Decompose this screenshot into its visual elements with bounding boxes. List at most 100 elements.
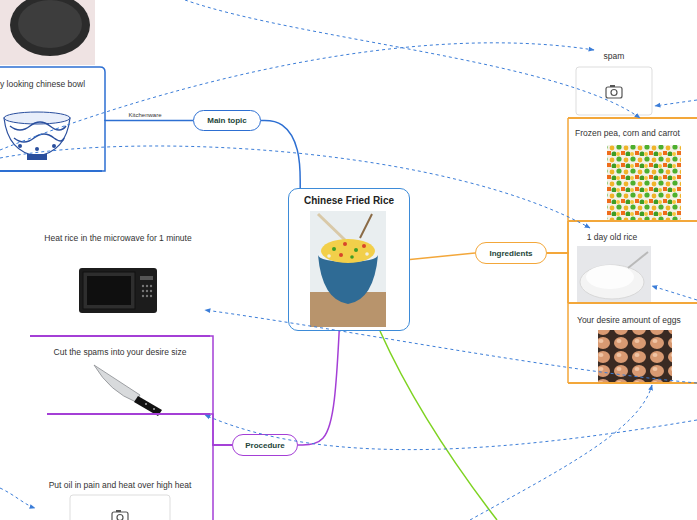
kitchenware-item: y looking chinese bowl [0, 75, 102, 172]
dashed-relation-arrow [652, 286, 697, 300]
item-label: Put oil in pain and heat over high heat [30, 480, 210, 490]
microwave-image [142, 285, 144, 287]
item-label: spam [576, 51, 652, 61]
fried-rice-image [343, 242, 347, 246]
microwave-image [140, 276, 153, 280]
eggs-image [598, 330, 672, 382]
rice-image [577, 246, 651, 303]
ingredient-item: spam [568, 46, 697, 119]
fried-rice-image [339, 253, 343, 257]
dashed-relation-arrow [470, 385, 652, 520]
pan-image [18, 0, 82, 48]
item-label: 1 day old rice [568, 232, 656, 242]
dashed-relation-arrow [0, 146, 590, 228]
branch-line [410, 253, 475, 260]
offscreen-branch-line [380, 331, 497, 520]
branch-line [547, 253, 568, 303]
bowl-image [52, 144, 56, 148]
branch-line [102, 121, 193, 172]
item-label: Frozen pea, corn and carrot [575, 128, 695, 138]
knife-image [94, 365, 140, 402]
fried-rice-image [332, 247, 336, 251]
fried-rice-image [321, 239, 375, 263]
knife-image [94, 365, 162, 416]
microwave-image [146, 295, 148, 297]
fried-rice-image [354, 248, 358, 252]
fried-rice-image [310, 211, 386, 327]
branch-line [547, 118, 568, 253]
dashed-relation-arrow [205, 310, 697, 383]
microwave-image [146, 285, 148, 287]
ingredient-item: Your desire amount of eggs [568, 304, 697, 384]
bowl-image [14, 134, 64, 142]
camera-placeholder [611, 90, 617, 96]
microwave-image [146, 290, 148, 292]
topic-title: Chinese Fried Rice [289, 195, 409, 207]
microwave-image [150, 285, 152, 287]
bowl-image [27, 154, 47, 160]
branch-line [298, 330, 339, 445]
ingredient-item: Frozen pea, corn and carrot [568, 119, 697, 222]
camera-placeholder [70, 495, 170, 520]
fried-rice-image [327, 254, 331, 258]
rice-image [577, 246, 651, 303]
main-topic-pill: Main topic [193, 110, 261, 131]
item-label: Cut the spams into your desire size [47, 347, 193, 357]
knife-image [134, 396, 162, 416]
pan-image [0, 0, 95, 65]
fried-rice-image [362, 244, 366, 248]
procedure-step: Put oil in pain and heat over high heat [30, 476, 210, 520]
fried-rice-image [350, 255, 354, 259]
pan-image [10, 0, 90, 56]
vegetables-image [607, 145, 681, 220]
camera-placeholder [576, 67, 652, 115]
topic-label: Main topic [207, 116, 247, 125]
fried-rice-image [360, 214, 372, 238]
branch-label: Kitchenware [128, 112, 161, 119]
microwave-image [79, 268, 157, 313]
rice-image [580, 265, 644, 299]
microwave-image [142, 290, 144, 292]
branch-line [547, 253, 568, 383]
procedure-step: Heat rice in the microwave for 1 minute [30, 228, 210, 337]
dashed-relation-arrow [0, 488, 35, 508]
bowl-image [4, 112, 70, 160]
item-label: Heat rice in the microwave for 1 minute [30, 233, 206, 243]
microwave-image [79, 268, 157, 313]
camera-placeholder [112, 512, 128, 520]
bowl-image [10, 122, 66, 130]
bowl-image [35, 147, 39, 151]
camera-placeholder [576, 67, 652, 115]
fried-rice-image [365, 252, 369, 256]
procedure-pill: Procedure [232, 434, 298, 456]
branch-line [547, 221, 568, 253]
microwave-image [83, 272, 135, 309]
topic-label: Procedure [245, 441, 285, 450]
microwave-image [150, 290, 152, 292]
knife-image [145, 403, 147, 405]
camera-placeholder [70, 495, 170, 520]
branch-line [210, 445, 232, 520]
rice-image [586, 265, 634, 289]
item-label: y looking chinese bowl [0, 79, 100, 89]
dashed-relation-arrow [185, 0, 640, 118]
rice-image [628, 252, 648, 268]
microwave-image [87, 276, 131, 305]
procedure-step: Cut the spams into your desire size [47, 339, 210, 415]
microwave-image [142, 295, 144, 297]
ingredients-pill: Ingredients [475, 242, 547, 264]
branch-line [261, 121, 300, 189]
fried-rice-image [318, 214, 345, 240]
dashed-relation-arrow [205, 415, 697, 450]
topic-label: Ingredients [489, 249, 532, 258]
branch-line [210, 414, 232, 445]
knife-image [153, 408, 155, 410]
bowl-image [18, 144, 22, 148]
ingredient-item: 1 day old rice [568, 222, 697, 304]
